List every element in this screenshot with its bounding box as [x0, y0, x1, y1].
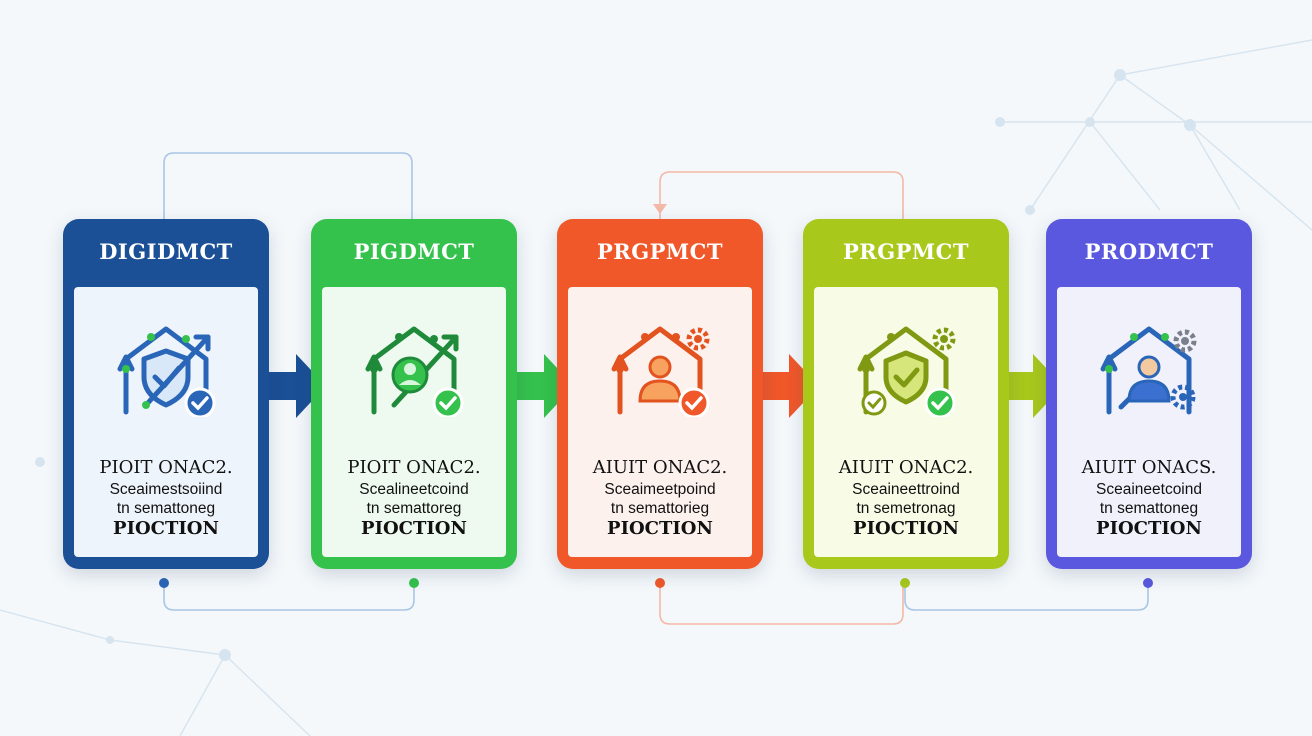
stage-panel: AIUIT ONAC2. Sceaimeetpoind tn semattori…: [568, 287, 752, 557]
stage-card-3: PRGPMCT AIUIT ONAC2. Sceaimeetpoind tn s…: [557, 219, 763, 569]
person-check-icon: [365, 326, 464, 417]
stage-line-3: tn semattoreg: [366, 500, 462, 517]
stage-line-4: PIOCTION: [853, 518, 959, 539]
connector-arrowhead: [653, 204, 667, 214]
shield-gear-icon: [857, 326, 956, 417]
stage-line-2: Sceaineettroind: [852, 481, 960, 498]
connector-top-3-4: [659, 171, 904, 219]
stage-line-1: AIUIT ONAC2.: [838, 457, 974, 478]
stage-line-4: PIOCTION: [361, 518, 467, 539]
stage-title: PRGPMCT: [596, 239, 724, 264]
connector-bottom-3-4: [659, 583, 904, 625]
connector-top-1-2: [163, 152, 413, 219]
user-gears-icon: [1100, 326, 1197, 415]
connector-dot: [409, 578, 419, 588]
stage-panel: AIUIT ONAC2. Sceaineettroind tn semetron…: [814, 287, 998, 557]
stage-line-2: Sceaineetcoind: [1096, 481, 1202, 498]
stage-line-1: AIUIT ONACS.: [1081, 457, 1217, 478]
stage-panel: PIOIT ONAC2. Scealineetcoind tn semattor…: [322, 287, 506, 557]
stage-line-2: Sceaimeetpoind: [604, 481, 716, 498]
stage-line-1: PIOIT ONAC2.: [347, 457, 481, 478]
stage-line-3: tn semattoneg: [1099, 500, 1199, 517]
stage-card-5: PRODMCT AIUIT ONACS. Sceaineetcoind: [1046, 219, 1252, 569]
connector-dot: [655, 578, 665, 588]
flow-arrow-1-shape: [264, 354, 326, 418]
stage-title: PRODMCT: [1084, 239, 1214, 264]
stage-card-4: PRGPMCT AIUIT ONAC2. Sceaineettroind tn …: [803, 219, 1009, 569]
connector-dot: [900, 578, 910, 588]
person-gear-icon: [611, 326, 710, 417]
stage-line-3: tn semetronag: [856, 500, 956, 517]
connector-dot: [1143, 578, 1153, 588]
shield-check-icon: [117, 326, 216, 417]
stage-title: PRGPMCT: [842, 239, 970, 264]
stage-line-3: tn semattorieg: [610, 500, 710, 517]
stage-card-2: PIGDMCT PIOIT ONAC2. Scealineetcoind tn …: [311, 219, 517, 569]
stage-line-4: PIOCTION: [607, 518, 713, 539]
stage-title: DIGIDMCT: [99, 239, 233, 264]
stage-line-1: PIOIT ONAC2.: [99, 457, 233, 478]
stage-line-4: PIOCTION: [1096, 518, 1202, 539]
flow-arrow-1: [264, 354, 326, 418]
connector-bottom-1-2: [163, 583, 415, 611]
stage-line-1: AIUIT ONAC2.: [592, 457, 728, 478]
stage-line-4: PIOCTION: [113, 518, 219, 539]
stage-title: PIGDMCT: [353, 239, 475, 264]
stage-card-1: DIGIDMCT PIOIT ONAC2. Sceaimestsoiind tn…: [63, 219, 269, 569]
connector-bottom-4-5: [904, 583, 1149, 611]
stage-line-2: Scealineetcoind: [359, 481, 469, 498]
stage-panel: AIUIT ONACS. Sceaineetcoind tn semattone…: [1057, 287, 1241, 557]
stage-line-2: Sceaimestsoiind: [109, 481, 223, 498]
stage-line-3: tn semattoneg: [116, 500, 216, 517]
stage-panel: PIOIT ONAC2. Sceaimestsoiind tn sematton…: [74, 287, 258, 557]
connector-dot: [159, 578, 169, 588]
